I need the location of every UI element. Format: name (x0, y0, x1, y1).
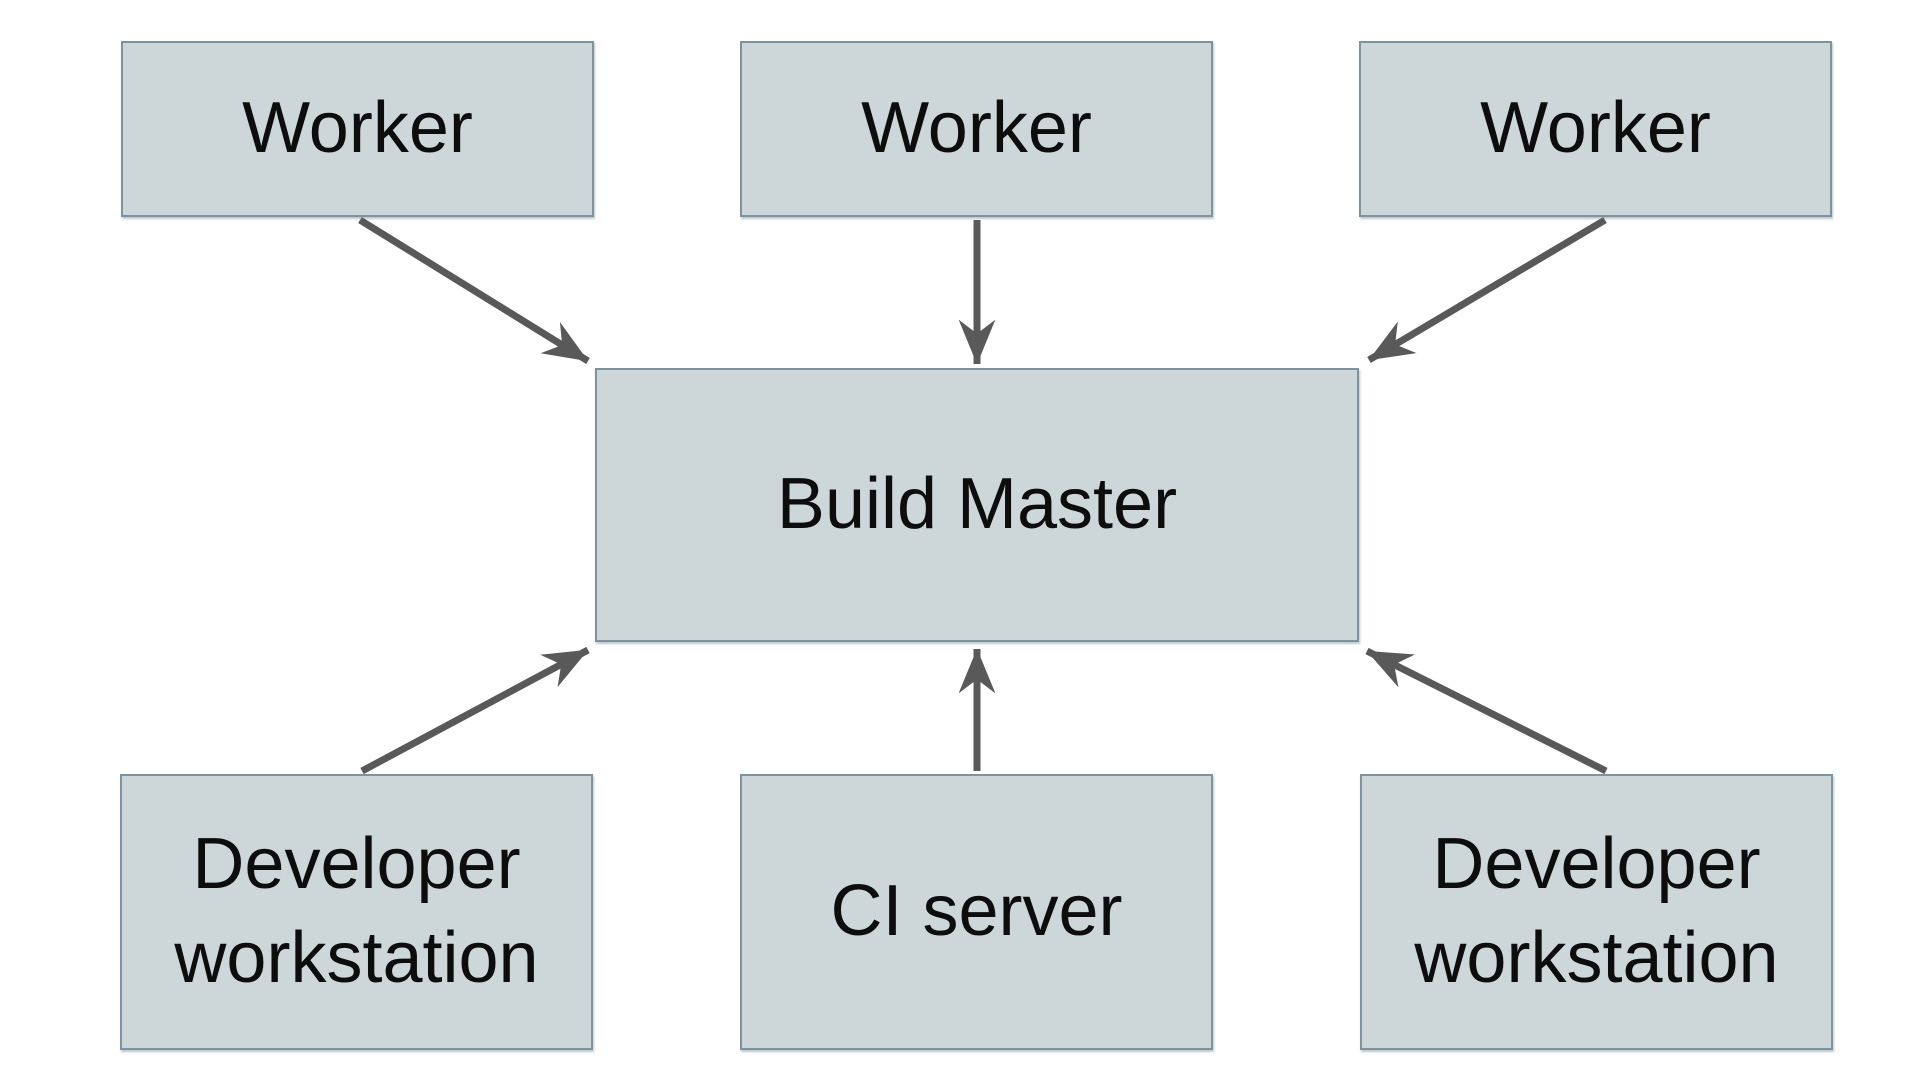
node-worker-2: Worker (740, 41, 1213, 217)
node-worker-1-label: Worker (242, 88, 473, 169)
node-worker-3: Worker (1359, 41, 1832, 217)
node-build-master: Build Master (595, 368, 1359, 642)
edge-developer-workstation-right-to-build-master (1365, 647, 1608, 775)
node-ci-server: CI server (740, 774, 1213, 1050)
node-build-master-label: Build Master (776, 464, 1178, 545)
edge-worker-1-to-build-master (358, 217, 590, 364)
node-worker-3-label: Worker (1480, 88, 1711, 169)
edge-developer-workstation-left-to-build-master (360, 646, 590, 775)
node-ci-server-label: CI server (830, 871, 1123, 952)
node-developer-workstation-left: Developer workstation (120, 774, 593, 1050)
node-worker-2-label: Worker (861, 88, 1092, 169)
node-worker-1: Worker (121, 41, 594, 217)
edge-worker-3-to-build-master (1367, 216, 1607, 364)
node-developer-workstation-left-label: Developer workstation (174, 824, 539, 998)
node-developer-workstation-right-label: Developer workstation (1414, 824, 1779, 998)
node-developer-workstation-right: Developer workstation (1360, 774, 1833, 1050)
